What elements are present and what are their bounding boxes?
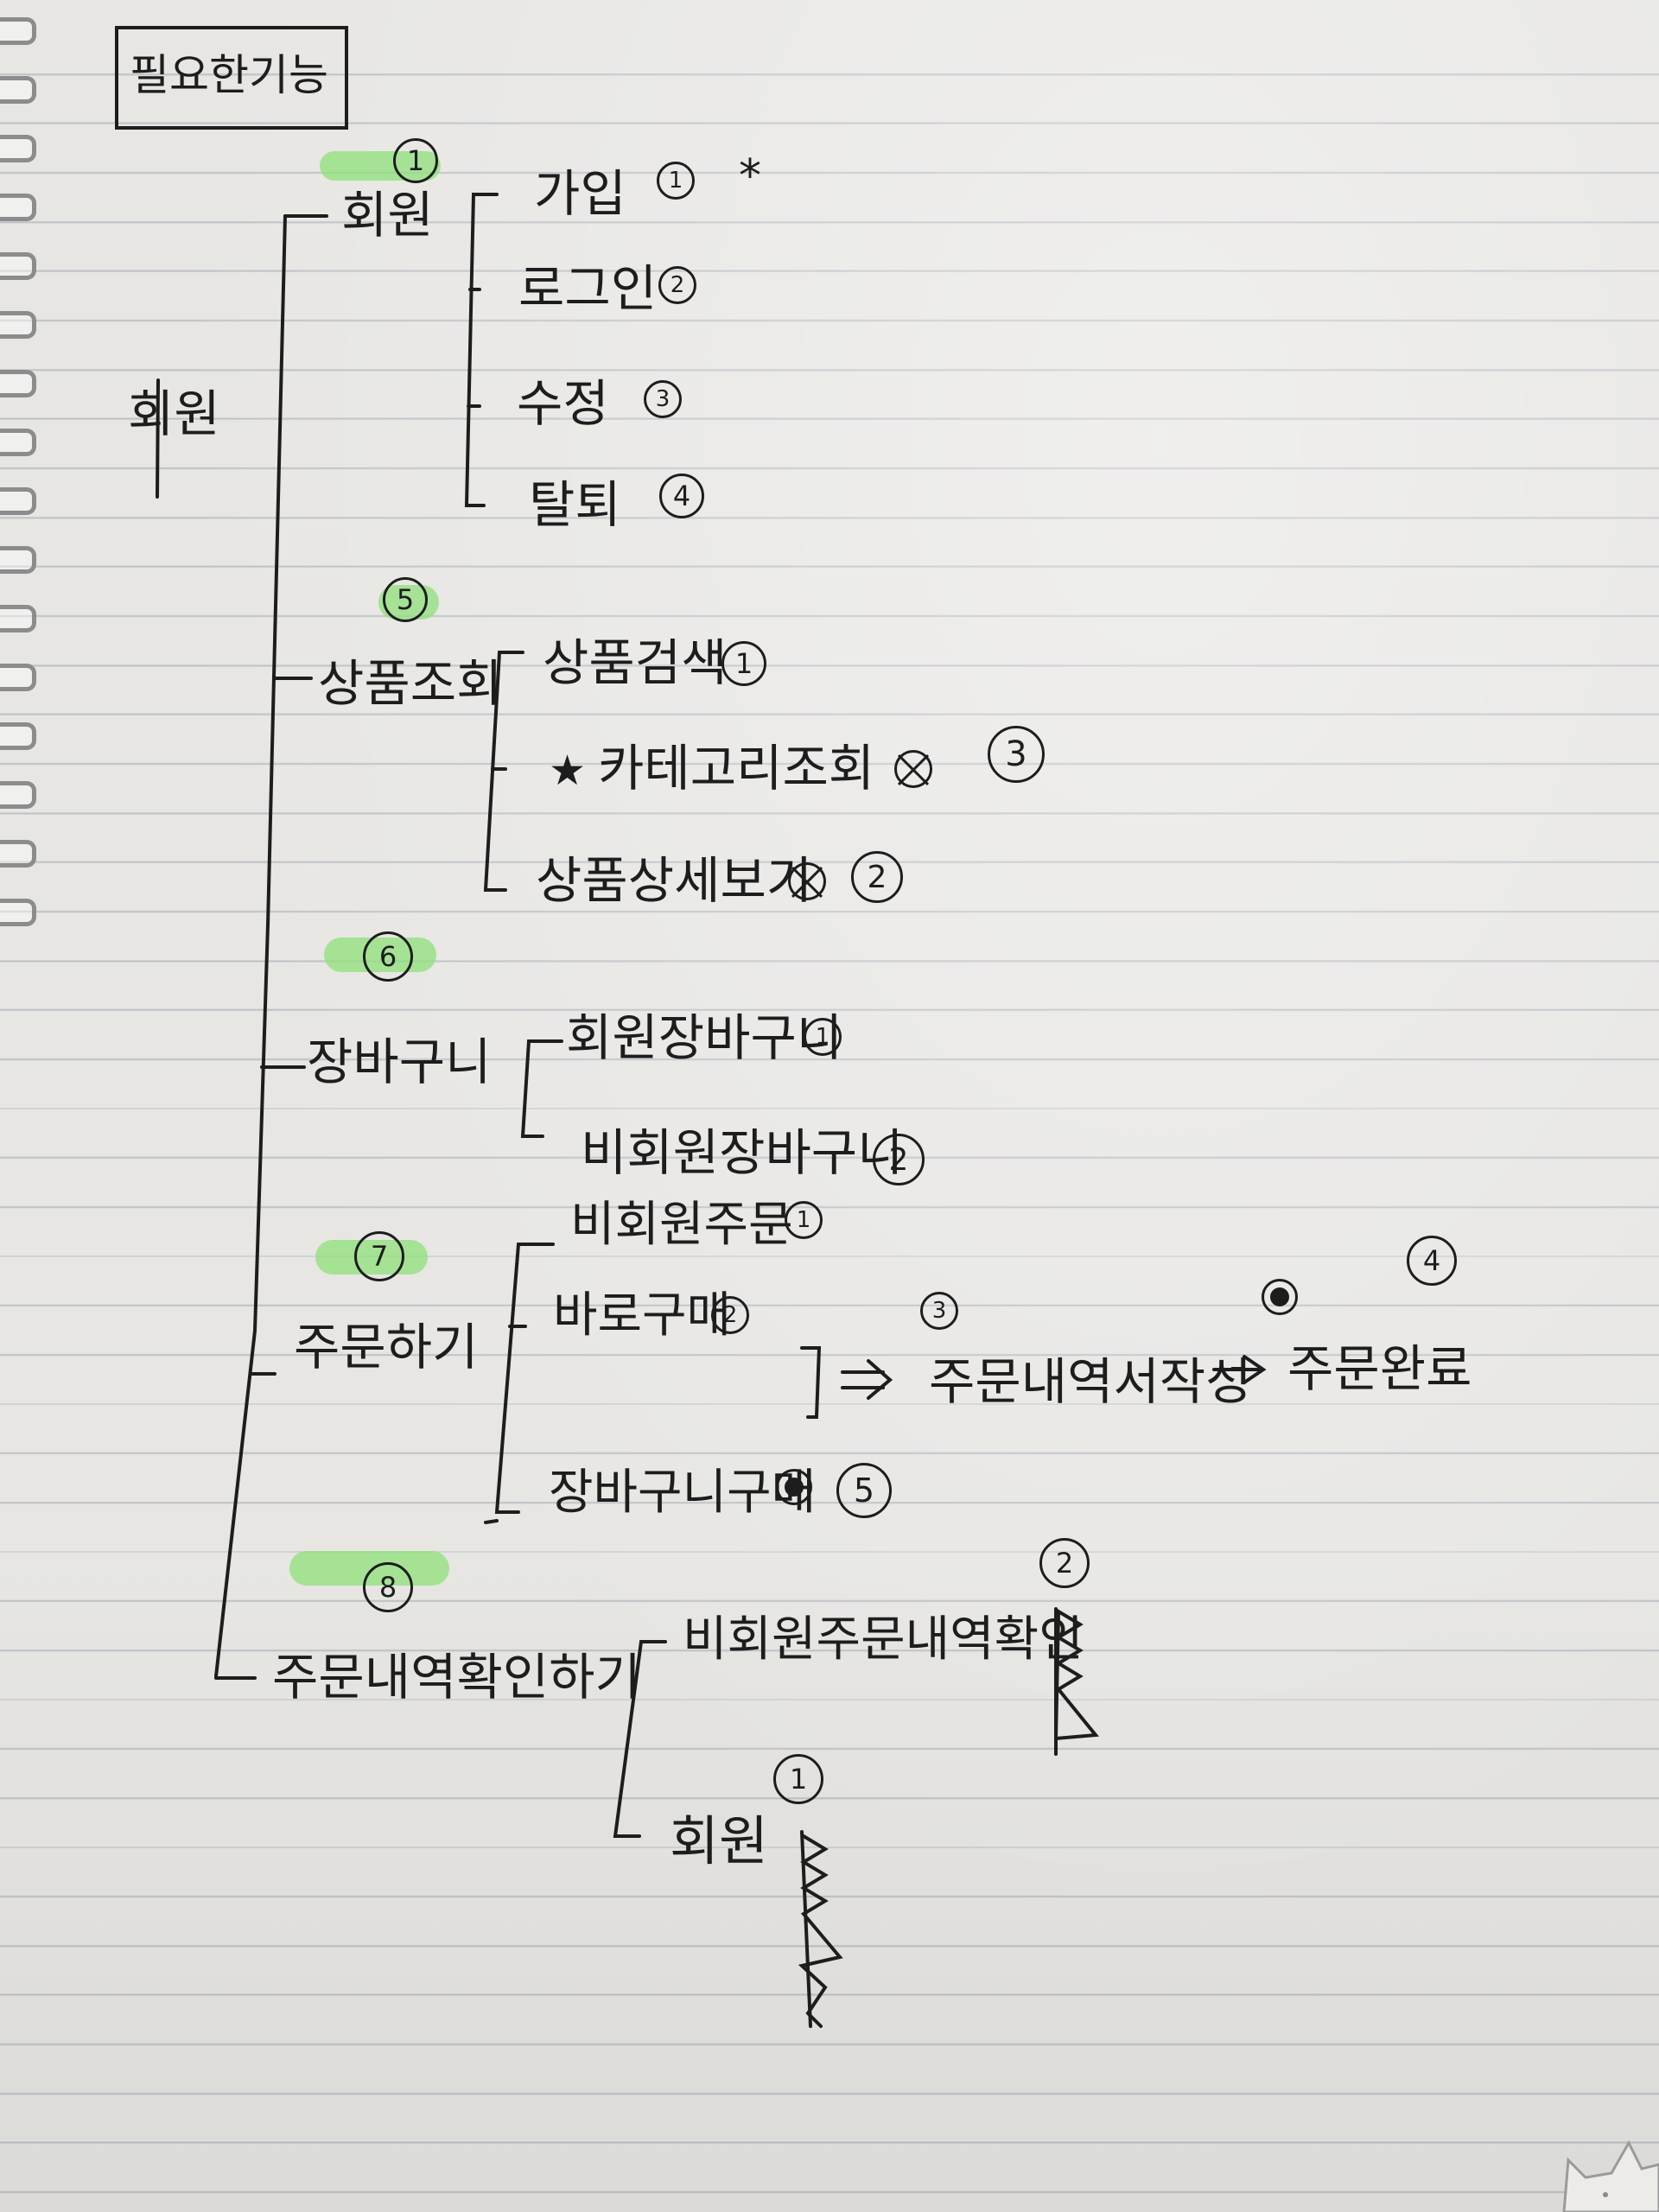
mark-member-cart: 1 [804, 1018, 842, 1056]
item-category-view: 카테고리조회 [598, 739, 875, 798]
item-guest-cart: 비회원장바구니 [581, 1123, 904, 1182]
category-star: ★ [549, 747, 587, 795]
group-number-1: 1 [393, 138, 438, 183]
item-edit: 수정 [517, 374, 609, 433]
spiral-coil [0, 17, 36, 45]
item-guest-order-history: 비회원주문내역확인 [683, 1611, 1084, 1668]
item-product-detail: 상품상세보기 [536, 851, 813, 910]
cat-doodle [1562, 2139, 1659, 2212]
item-guest-order: 비회원주문 [570, 1197, 793, 1253]
spiral-coil [0, 605, 36, 632]
item-login: 로그인 [518, 259, 658, 318]
mark-product-detail: 2 [851, 851, 903, 903]
filled-mark-order-complete [1262, 1279, 1298, 1315]
spiral-coil [0, 194, 36, 221]
mark-guest-cart: 2 [873, 1134, 925, 1185]
title-box [115, 26, 348, 130]
spiral-binding [0, 0, 41, 968]
mark-product-search: 1 [721, 641, 766, 686]
flow-order-form: 주문내역서작성 [929, 1352, 1252, 1411]
spiral-coil [0, 899, 36, 926]
group-label-order-history: 주문내역확인하기 [272, 1648, 641, 1707]
spiral-coil [0, 252, 36, 280]
mark-guest-order-history: 2 [1039, 1538, 1090, 1588]
spiral-coil [0, 664, 36, 691]
group-number-7: 7 [354, 1231, 404, 1281]
spiral-coil [0, 311, 36, 339]
root-label: 회원 [128, 385, 220, 443]
spiral-coil [0, 546, 36, 574]
filled-mark-cart-purchase [776, 1469, 812, 1505]
group-label-cart: 장바구니 [307, 1033, 492, 1091]
group-number-6: 6 [363, 931, 413, 982]
spiral-coil [0, 487, 36, 515]
mark-withdraw: 4 [659, 474, 704, 518]
spiral-coil [0, 76, 36, 104]
spiral-coil [0, 722, 36, 750]
item-buy-now: 바로구매 [553, 1287, 732, 1344]
mark-buy-now: 2 [711, 1296, 749, 1334]
mark-category-view: 3 [988, 726, 1045, 783]
item-member-cart: 회원장바구니 [566, 1008, 843, 1067]
page-title: 필요한기능 [130, 50, 328, 100]
item-member-order-history: 회원 [670, 1809, 769, 1872]
group-label-member: 회원 [341, 186, 434, 245]
spiral-coil [0, 781, 36, 809]
item-signup: 가입 [534, 164, 626, 223]
spiral-coil [0, 370, 36, 397]
mark-edit: 3 [644, 380, 682, 418]
mark-order-complete: 4 [1407, 1236, 1457, 1286]
group-label-product-view: 상품조회 [318, 654, 503, 713]
mark-order-form: 3 [920, 1292, 958, 1330]
spiral-coil [0, 840, 36, 868]
spiral-coil [0, 135, 36, 162]
group-number-8: 8 [363, 1562, 413, 1612]
crossed-mark-category [894, 750, 932, 788]
crossed-mark-detail [788, 862, 826, 900]
group-label-order: 주문하기 [294, 1318, 479, 1376]
mark-login: 2 [658, 266, 696, 304]
mark-guest-order: 1 [785, 1201, 823, 1239]
item-cart-purchase: 장바구니구매 [549, 1465, 817, 1521]
item-product-search: 상품검색 [543, 633, 728, 692]
signup-asterisk: * [739, 150, 761, 202]
group-number-5: 5 [383, 577, 428, 622]
mark-cart-purchase: 5 [836, 1463, 892, 1518]
spiral-coil [0, 429, 36, 456]
flow-order-complete: 주문완료 [1287, 1339, 1472, 1398]
mark-signup: 1 [657, 162, 695, 200]
item-withdraw: 탈퇴 [529, 475, 621, 534]
mark-member-order-history: 1 [773, 1754, 823, 1804]
